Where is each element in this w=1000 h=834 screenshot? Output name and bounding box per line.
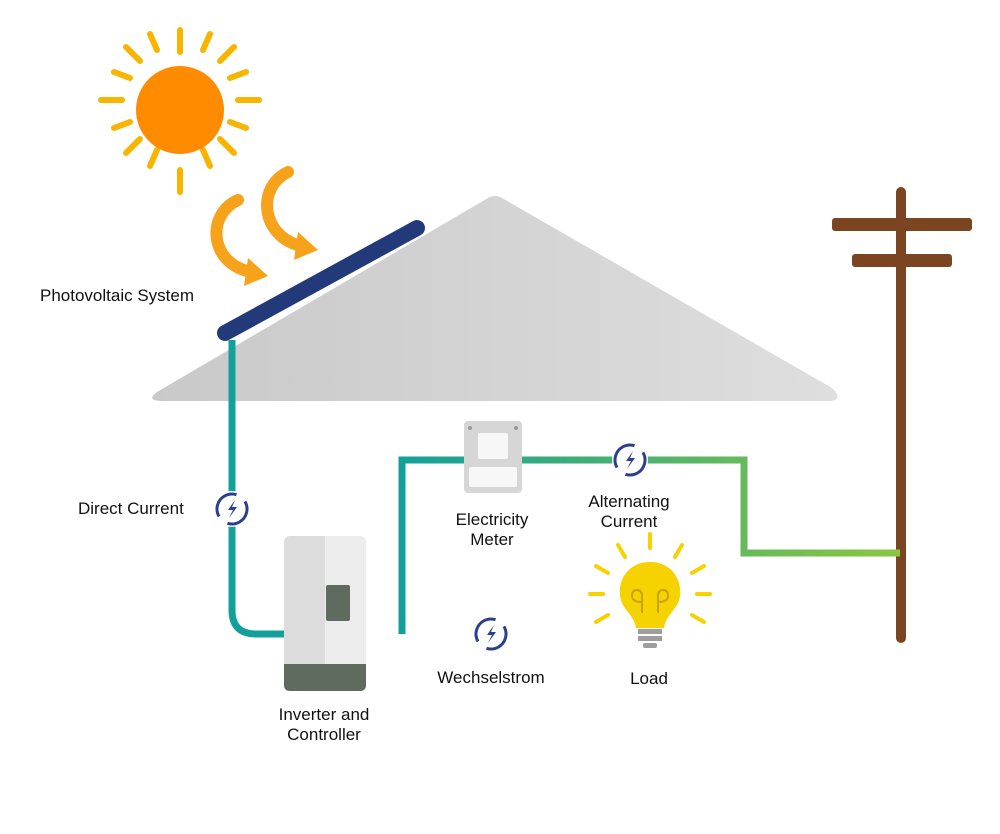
house-roof [152, 196, 838, 401]
electricity-meter-label-line2: Meter [470, 530, 514, 549]
sun-icon [98, 27, 262, 195]
wechselstrom-label: Wechselstrom [437, 668, 545, 687]
alternating-current-label-line1: Alternating [588, 492, 670, 511]
utility-pole-icon [832, 187, 972, 643]
photovoltaic-system-label: Photovoltaic System [40, 286, 195, 305]
alternating-current-symbol-icon [608, 438, 652, 482]
alternating-current-wire [398, 456, 900, 634]
inverter-controller-label: Inverter and Controller [279, 705, 370, 745]
solar-panel [217, 220, 425, 341]
inverter-label-line1: Inverter and [278, 705, 370, 724]
load-label: Load [630, 669, 668, 688]
alternating-current-label: Alternating Current [588, 492, 669, 532]
electricity-meter-icon [464, 421, 522, 493]
wechselstrom-symbol-icon [469, 612, 513, 656]
direct-current-label: Direct Current [78, 499, 184, 518]
light-bulb-icon [588, 532, 712, 648]
electricity-meter-label: Electricity Meter [456, 510, 529, 550]
electricity-meter-label-line1: Electricity [455, 510, 529, 529]
inverter-label-line2: Controller [287, 725, 361, 744]
inverter-icon [284, 536, 366, 691]
alternating-current-label-line2: Current [600, 512, 658, 531]
direct-current-wire [228, 340, 286, 638]
direct-current-symbol-icon [210, 487, 254, 531]
sunlight-arrows-icon [210, 166, 318, 286]
